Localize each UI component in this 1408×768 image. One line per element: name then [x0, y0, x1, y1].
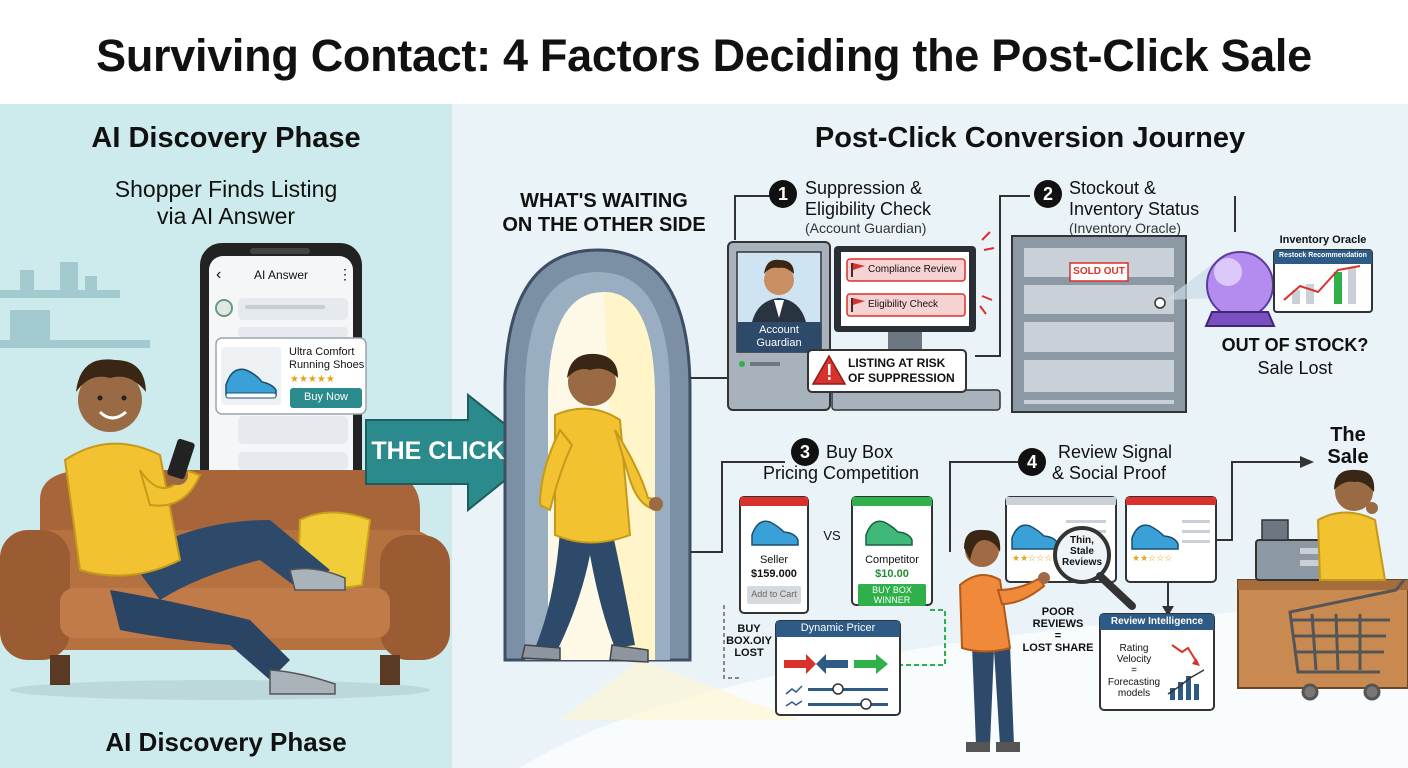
factor-3-title-line2: Pricing Competition [762, 463, 920, 483]
left-subheading-line1: Shopper Finds Listing [114, 176, 338, 202]
sale-line1: The [1330, 424, 1366, 446]
product-stars: ★★★★★ [290, 374, 335, 385]
factor-4-title-line2: & Social Proof [1052, 463, 1167, 483]
review-card-2 [1125, 496, 1217, 583]
review-intelligence-label: Review Intelligence [1110, 616, 1204, 627]
crystal-ball-icon [1204, 251, 1276, 327]
add-to-cart-button[interactable]: Add to Cart [751, 589, 797, 599]
left-heading: AI Discovery Phase [91, 122, 361, 154]
review-stars-2: ★★☆☆☆ [1132, 553, 1173, 563]
waiting-line1: WHAT'S WAITING [520, 190, 688, 212]
poor-reviews-line3: = [1054, 630, 1062, 642]
magnifier-line1: Thin, [1070, 535, 1094, 546]
click-label: THE CLICK [371, 437, 505, 465]
buy-box-lost-line2: BOX.OIY [726, 635, 772, 647]
flag-icon [851, 298, 865, 312]
suppression-warning [807, 349, 967, 393]
magnifier-line2: Stale [1070, 546, 1094, 557]
factor-2-subtitle: (Inventory Oracle) [1069, 220, 1182, 236]
buy-box-winner-line2: WINNER [873, 595, 911, 605]
guardian-label-line2: Guardian [756, 337, 802, 349]
review-stars-1: ★★☆☆☆ [1012, 553, 1053, 563]
factor-1-subtitle: (Account Guardian) [805, 220, 927, 236]
shopping-cart-icon [1288, 579, 1406, 701]
vs-label: VS [823, 528, 841, 543]
rating-line2: Velocity [1116, 654, 1152, 665]
stock-result-line1: OUT OF STOCK? [1221, 335, 1369, 355]
restock-label: Restock Recommendation [1279, 252, 1367, 259]
warning-line2: OF SUPPRESSION [848, 371, 955, 385]
product-card [215, 337, 367, 415]
stock-result-line2: Sale Lost [1257, 358, 1333, 378]
competitor-label: Competitor [865, 554, 919, 566]
sold-out-sign: SOLD OUT [1073, 266, 1125, 277]
poor-reviews-line2: REVIEWS [1032, 618, 1084, 630]
factor-4-number-badge: 4 [1018, 448, 1046, 476]
connector-lines [690, 195, 1300, 610]
trend-chart-icon [785, 685, 803, 707]
eligibility-check-flag: Eligibility Check [868, 299, 939, 310]
shoe-icon [225, 368, 277, 399]
page-title: Surviving Contact: 4 Factors Deciding th… [96, 30, 1312, 81]
factor-1-number-badge: 1 [769, 180, 797, 208]
factor-1-title-line2: Eligibility Check [805, 199, 932, 219]
dynamic-pricer [775, 620, 901, 716]
buy-box-lost-line1: BUY [737, 623, 761, 635]
magnifier-line3: Reviews [1061, 557, 1103, 568]
flag-icon [851, 263, 865, 277]
account-guardian-kiosk [727, 241, 831, 411]
magnifier-icon [1053, 526, 1136, 610]
sale-line2: Sale [1327, 446, 1369, 468]
forecast-line1: Forecasting [1107, 677, 1161, 688]
cashier [1316, 469, 1387, 581]
factor-1-title-line1: Suppression & [805, 178, 923, 198]
factor-2-number-badge: 2 [1034, 180, 1062, 208]
dynamic-pricer-label: Dynamic Pricer [800, 622, 876, 634]
buy-now-button[interactable]: Buy Now [303, 391, 349, 403]
compliance-review-flag: Compliance Review [868, 264, 957, 275]
guardian-label-line1: Account [759, 324, 799, 336]
rating-line1: Rating [1119, 643, 1149, 654]
competitor-card [851, 496, 933, 606]
sitting-shopper [63, 359, 346, 695]
factor-2-title-line1: Stockout & [1069, 178, 1157, 198]
phone-header: AI Answer [253, 268, 309, 282]
compliance-monitor [831, 231, 1001, 411]
right-heading: Post-Click Conversion Journey [814, 122, 1246, 154]
factor-4-title-line1: Review Signal [1058, 442, 1173, 462]
empty-shelf [1011, 235, 1187, 413]
buy-box-winner-line1: BUY BOX [872, 585, 912, 595]
waiting-line2: ON THE OTHER SIDE [502, 214, 706, 236]
seller-label: Seller [759, 554, 789, 566]
competitor-price: $10.00 [875, 568, 909, 580]
background-shelf-icon [0, 262, 150, 348]
seller-card [739, 496, 809, 614]
restock-chart [1273, 249, 1373, 313]
forecast-line2: models [1117, 688, 1151, 699]
sofa-icon [0, 470, 450, 700]
factor-2-title-line2: Inventory Status [1069, 199, 1200, 219]
warning-icon [811, 354, 847, 385]
poor-reviews-line1: POOR [1041, 606, 1075, 618]
seller-price: $159.000 [751, 568, 797, 580]
warning-line1: LISTING AT RISK [848, 356, 946, 370]
equals-sign: = [1131, 665, 1137, 676]
factor-3-number-badge: 3 [791, 438, 819, 466]
left-footer: AI Discovery Phase [105, 727, 347, 757]
menu-icon[interactable]: ⋮ [338, 266, 352, 282]
review-intelligence-panel [1099, 613, 1215, 711]
left-subheading-line2: via AI Answer [156, 203, 296, 229]
product-name-line1: Ultra Comfort [289, 346, 355, 358]
poor-reviews-line4: LOST SHARE [1022, 642, 1094, 654]
reviewing-shopper [958, 529, 1050, 752]
product-name-line2: Running Shoes [289, 359, 365, 371]
back-icon[interactable]: ‹ [216, 266, 222, 283]
factor-3-title-line1: Buy Box [826, 442, 894, 462]
walking-shopper [521, 353, 663, 663]
oracle-label: Inventory Oracle [1279, 234, 1367, 246]
buy-box-lost-line3: LOST [734, 647, 764, 659]
